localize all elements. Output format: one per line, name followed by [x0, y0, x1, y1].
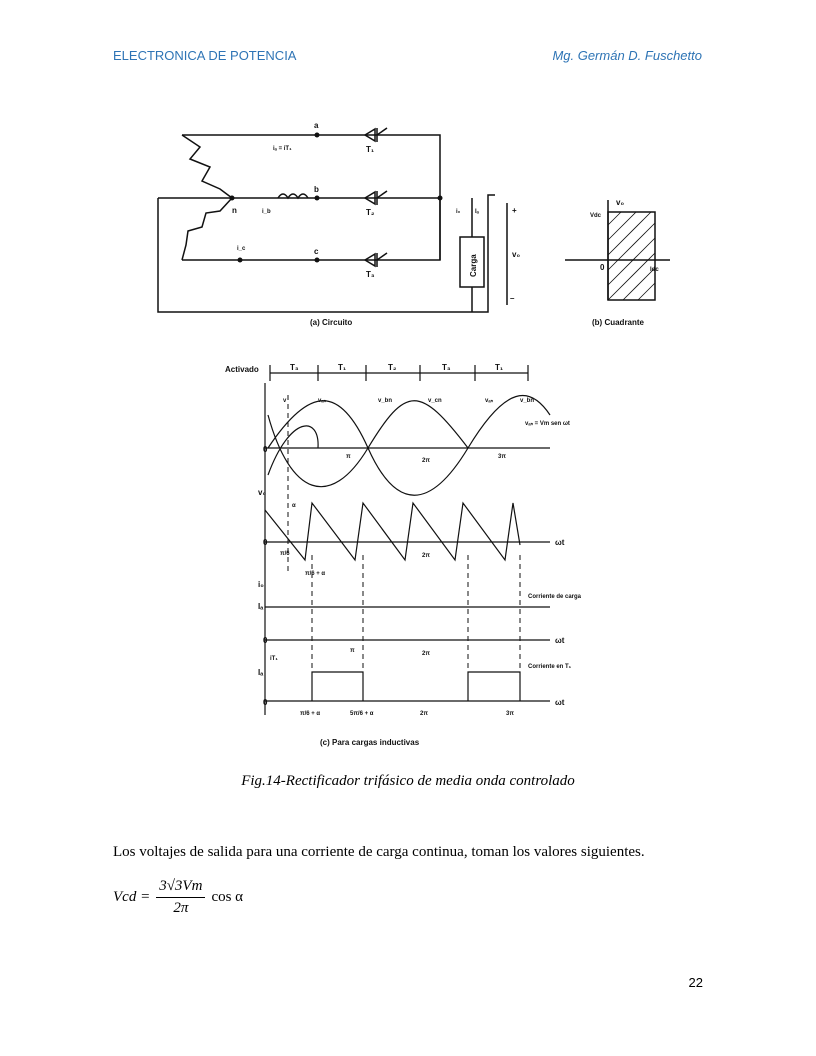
- quadrant-v-axis: v₀: [616, 198, 624, 207]
- figure-caption: Fig.14-Rectificador trifásico de media o…: [241, 773, 575, 789]
- phase-van1: vₐₙ: [318, 398, 327, 404]
- node-c: c: [314, 247, 319, 256]
- figure-svg: a b c n iₐ = iT₁ i_b i_c i₀ Iₐ T₁ T₂ T₃ …: [157, 121, 670, 747]
- pi6-alpha-label: π/6 + α: [305, 571, 325, 577]
- formula-denominator: 2π: [173, 900, 189, 916]
- body-paragraph: Los voltajes de salida para una corrient…: [113, 844, 645, 860]
- node-a: a: [314, 121, 319, 130]
- vo-label: v₀: [258, 488, 266, 497]
- zero-2: 0: [263, 538, 268, 547]
- wt-2: ωt: [555, 636, 565, 645]
- corriente-t1: Corriente en T₁: [528, 664, 572, 670]
- io-label: i₀: [258, 580, 264, 589]
- thyristor-t1: T₁: [366, 145, 375, 154]
- zero-3: 0: [263, 636, 268, 645]
- current-ia: iₐ = iT₁: [273, 146, 292, 152]
- seq-t2: T₂: [388, 363, 397, 372]
- five-pi6-alpha: 5π/6 + α: [350, 711, 374, 717]
- phase-vbn1: v_bn: [378, 398, 392, 404]
- phase-v: v: [283, 398, 287, 404]
- header-title: ELECTRONICA DE POTENCIA: [113, 48, 297, 63]
- formula-fraction: 3√3Vm 2π: [156, 878, 206, 917]
- wt-1: ωt: [555, 538, 565, 547]
- current-ic: i_c: [237, 246, 246, 252]
- minus-sign: –: [510, 294, 515, 303]
- rectifier-figure: a b c n iₐ = iT₁ i_b i_c i₀ Iₐ T₁ T₂ T₃ …: [150, 115, 670, 755]
- node-b: b: [314, 185, 319, 194]
- quadrant-origin: 0: [600, 263, 605, 272]
- corriente-carga: Corriente de carga: [528, 594, 582, 600]
- load-label: Carga: [469, 254, 478, 277]
- seq-t1b: T₁: [495, 363, 504, 372]
- two-pi-1: 2π: [422, 458, 430, 464]
- zero-4: 0: [263, 698, 268, 707]
- ia-label-2: Iₐ: [258, 668, 263, 677]
- seq-t3b: T₃: [442, 363, 451, 372]
- three-pi-2: 3π: [506, 711, 514, 717]
- two-pi-3: 2π: [422, 651, 430, 657]
- pi-1: π: [346, 454, 351, 460]
- three-pi-1: 3π: [498, 454, 506, 460]
- seq-t1a: T₁: [338, 363, 347, 372]
- pi6-label: π/6: [280, 551, 290, 557]
- caption-b: (b) Cuadrante: [592, 318, 645, 327]
- node-n: n: [232, 206, 237, 215]
- two-pi-2: 2π: [422, 553, 430, 559]
- current-Ia: Iₐ: [475, 209, 480, 215]
- caption-c: (c) Para cargas inductivas: [320, 738, 420, 747]
- quadrant-idc: Idc: [650, 267, 659, 273]
- phase-vcn: v_cn: [428, 398, 442, 404]
- pi6-alpha-bottom: π/6 + α: [300, 711, 320, 717]
- thyristor-t2: T₂: [366, 208, 375, 217]
- caption-a: (a) Circuito: [310, 318, 352, 327]
- wt-3: ωt: [555, 698, 565, 707]
- plus-sign: +: [512, 206, 517, 215]
- phase-vbn2: v_bn: [520, 398, 534, 404]
- activado-label: Activado: [225, 365, 259, 374]
- header-author: Mg. Germán D. Fuschetto: [552, 48, 702, 63]
- pi-2: π: [350, 648, 355, 654]
- seq-t3a: T₃: [290, 363, 299, 372]
- formula-rhs: cos α: [211, 889, 244, 905]
- thyristor-t3: T₃: [366, 270, 375, 279]
- current-io: i₀: [456, 209, 461, 215]
- it1-label: iT₁: [270, 656, 278, 662]
- van-equation: vₐₙ = Vm sen ωt: [525, 421, 570, 427]
- quadrant-vdc: Vdc: [590, 213, 602, 219]
- phase-van2: vₐₙ: [485, 398, 494, 404]
- ia-label: Iₐ: [258, 602, 263, 611]
- page-number: 22: [688, 975, 703, 990]
- current-ib: i_b: [262, 209, 271, 215]
- zero-1: 0: [263, 445, 268, 454]
- two-pi-4: 2π: [420, 711, 428, 717]
- vcd-formula: Vcd = 3√3Vm 2π cos α: [113, 878, 243, 917]
- formula-numerator: 3√3Vm: [156, 878, 206, 898]
- alpha-label: α: [292, 503, 296, 509]
- formula-lhs: Vcd =: [113, 889, 151, 905]
- output-voltage: v₀: [512, 250, 520, 259]
